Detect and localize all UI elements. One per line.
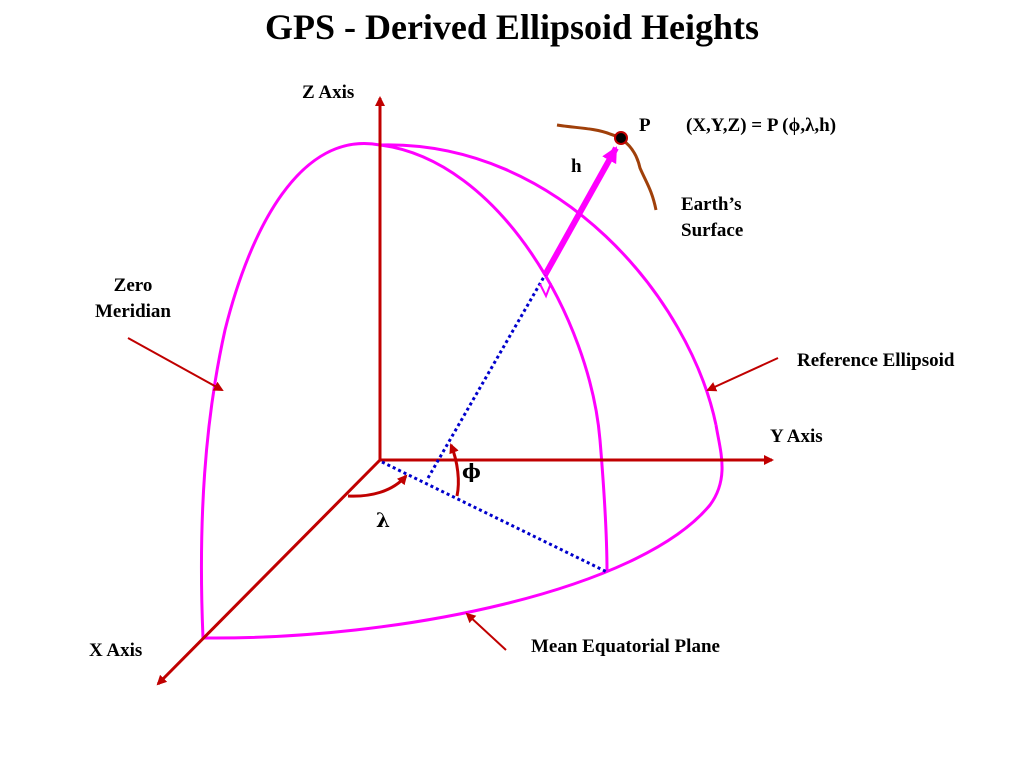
zero-meridian-pointer bbox=[127, 337, 224, 391]
zero-meridian-label-line2: Meridian bbox=[95, 301, 171, 322]
longitude-arc bbox=[347, 474, 408, 498]
point-p-marker bbox=[614, 131, 628, 145]
latitude-symbol: ϕ bbox=[462, 459, 481, 483]
zero-meridian-label-line1: Zero bbox=[114, 275, 153, 296]
z-axis-label: Z Axis bbox=[302, 82, 354, 103]
y-axis-label: Y Axis bbox=[770, 426, 823, 447]
height-vector bbox=[542, 146, 619, 277]
equatorial-plane-pointer bbox=[465, 612, 507, 651]
x-axis-line bbox=[156, 458, 382, 686]
equatorial-projection-line bbox=[381, 460, 608, 574]
diagram-title: GPS - Derived Ellipsoid Heights bbox=[264, 7, 760, 47]
earth-surface-curve bbox=[556, 123, 658, 211]
axes bbox=[156, 96, 774, 686]
normal-dotted-line bbox=[426, 274, 547, 479]
reference-ellipsoid-pointer bbox=[706, 357, 779, 392]
pointer-arrows bbox=[127, 337, 779, 651]
reference-ellipsoid-label: Reference Ellipsoid bbox=[797, 350, 955, 371]
equator-curve bbox=[202, 424, 724, 640]
earth-surface-label-line2: Surface bbox=[681, 220, 743, 241]
construction-lines bbox=[381, 274, 608, 574]
longitude-symbol: λ bbox=[376, 508, 390, 532]
outer-meridian-curve bbox=[379, 143, 718, 426]
earth-surface-label-line1: Earth’s bbox=[681, 194, 742, 215]
right-angle-mark bbox=[539, 282, 552, 299]
point-p-label: P bbox=[639, 115, 651, 136]
height-label: h bbox=[571, 156, 582, 177]
x-axis-label: X Axis bbox=[89, 640, 142, 661]
reference-ellipsoid bbox=[199, 142, 724, 640]
coordinate-formula: (X,Y,Z) = P (ϕ,λ,h) bbox=[686, 115, 836, 136]
point-meridian-curve bbox=[379, 143, 609, 573]
equatorial-plane-label: Mean Equatorial Plane bbox=[531, 636, 720, 657]
zero-meridian-curve bbox=[199, 142, 381, 639]
latitude-arc bbox=[449, 443, 460, 497]
